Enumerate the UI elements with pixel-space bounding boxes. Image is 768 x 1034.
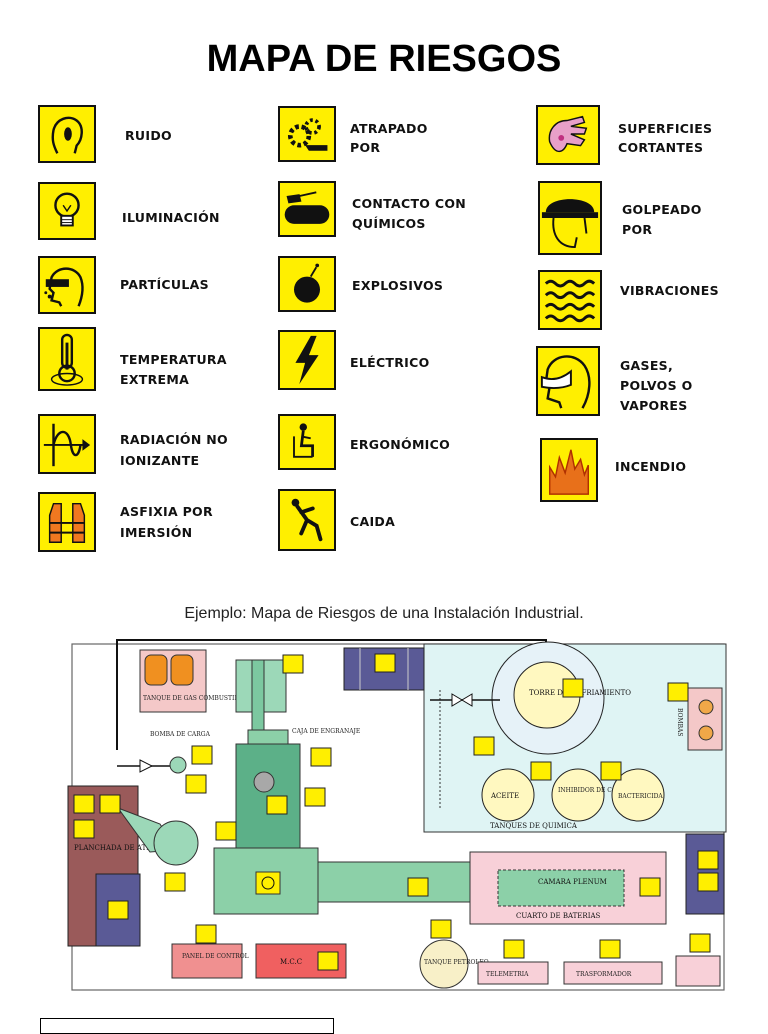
plan-title: Ejemplo: Mapa de Riesgos de una Instalac… (184, 605, 584, 622)
legend-label: POLVOS O (620, 378, 693, 393)
bombas-box (687, 687, 723, 751)
legend-label: CONTACTO CON (352, 196, 467, 211)
goggles-head-icon (38, 256, 96, 314)
lightning-icon (278, 330, 336, 390)
legend-label: RADIACIÓN NO (120, 432, 228, 447)
plan-hazard-icons (73, 653, 719, 971)
cuarto-label: CUARTO DE BATERIAS (516, 912, 601, 920)
radiation-wave-icon (38, 414, 96, 474)
legend-label: VIBRACIONES (620, 283, 719, 298)
falling-person-icon (278, 489, 336, 551)
aceite-tank (481, 768, 535, 822)
legend-label: ASFIXIA POR (120, 504, 213, 519)
tanques-quimica-label: TANQUES DE QUIMICA (490, 822, 578, 830)
legend-label: SUPERFICIES (618, 121, 713, 136)
panel-control (171, 943, 243, 979)
tanque-petroleo-label: TANQUE PETROLEO (424, 959, 489, 966)
inhibidor-label: INHIBIDOR DE CORROSION (558, 787, 647, 794)
legend-label: GOLPEADO (622, 202, 702, 217)
legend-label: QUÍMICOS (352, 216, 426, 231)
cut-hand-icon (536, 105, 600, 165)
thermometer-icon (38, 327, 96, 391)
ear-noise-icon (38, 105, 96, 163)
legend-label: ERGONÓMICO (350, 437, 451, 452)
legend-label: IMERSIÓN (120, 525, 193, 540)
legend-label: ATRAPADO (350, 121, 428, 136)
legend-label: RUIDO (125, 128, 172, 143)
mcc-label: M.C.C (280, 958, 302, 966)
bombas-label: BOMBAS (676, 708, 683, 736)
inhibidor-tank (551, 768, 605, 822)
transformador-box (563, 961, 663, 985)
planchada-label: PLANCHADA DE ATRAQUE (74, 844, 173, 852)
camara-label: CAMARA PLENUM (538, 878, 607, 886)
caja-label: CAJA DE ENGRANAJE (292, 728, 360, 735)
legend-label: INCENDIO (615, 459, 687, 474)
legend-label: ILUMINACIÓN (122, 210, 220, 225)
legend-label: TEMPERATURA (120, 352, 227, 367)
telemetria-box (477, 961, 549, 985)
respirator-mask-icon (536, 346, 600, 416)
vibration-waves-icon (538, 270, 602, 330)
legend-box-bottom (40, 1018, 334, 1034)
hard-hat-icon (538, 181, 602, 255)
gas-tank-label: TANQUE DE GAS COMBUSTIBLE (143, 695, 247, 702)
aceite-label: ACEITE (490, 792, 519, 800)
legend-label: PARTÍCULAS (120, 277, 209, 292)
page-title: MAPA DE RIESGOS (206, 38, 562, 80)
bactericida-label: BACTERICIDA (618, 793, 663, 800)
legend-label: POR (622, 222, 653, 237)
legend-label: EXPLOSIVOS (352, 278, 444, 293)
legend-label: VAPORES (620, 398, 688, 413)
legend-label: GASES, (620, 358, 674, 373)
legend-label: POR (350, 140, 381, 155)
bactericida-tank (611, 768, 665, 822)
panel-label: PANEL DE CONTROL (182, 953, 249, 960)
green-funnel (153, 820, 199, 866)
camara-plenum (497, 869, 625, 907)
legend-label: EXTREMA (120, 372, 190, 387)
legend-label: CORTANTES (618, 140, 704, 155)
telemetria-label: TELEMETRIA (486, 971, 529, 978)
lightbulb-icon (38, 182, 96, 240)
bomb-icon (278, 256, 336, 312)
legend-label: CAIDA (350, 514, 396, 529)
chemical-tank-icon (278, 181, 336, 237)
conveyor (317, 861, 471, 903)
legend-label: IONIZANTE (120, 453, 200, 468)
tanque-petroleo (419, 939, 469, 989)
bomba-label: BOMBA DE CARGA (150, 731, 211, 738)
legend-label: ELÉCTRICO (350, 355, 430, 370)
transformador-label: TRASFORMADOR (576, 971, 632, 978)
gears-hand-icon (278, 106, 336, 162)
life-vest-icon (38, 492, 96, 552)
fire-icon (540, 438, 598, 502)
seated-person-icon (278, 414, 336, 470)
